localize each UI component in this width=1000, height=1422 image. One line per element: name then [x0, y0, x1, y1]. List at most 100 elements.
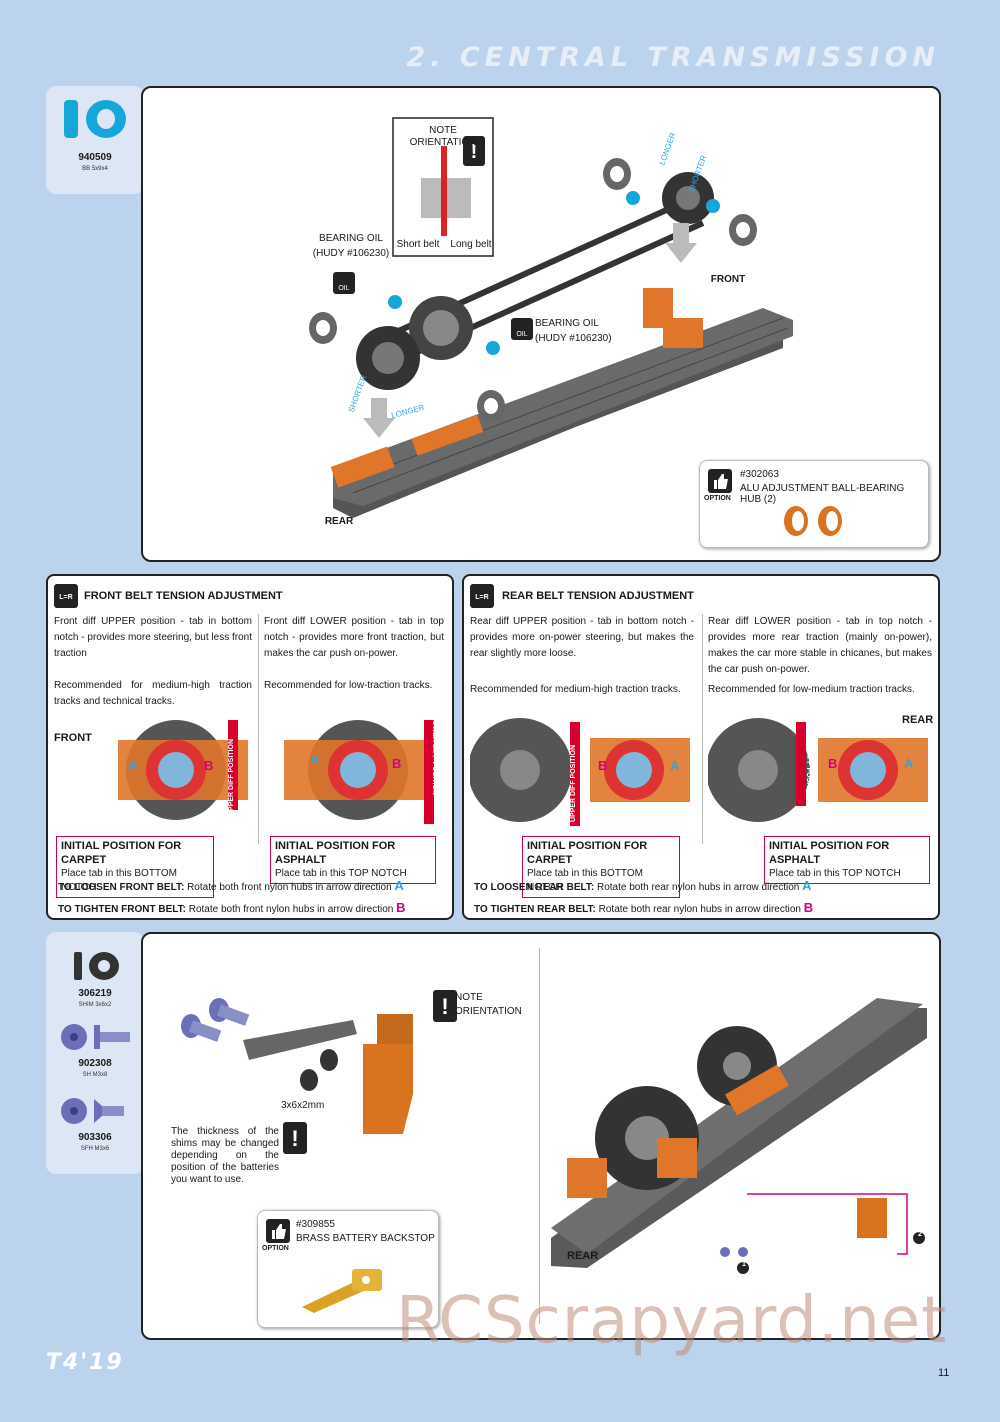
option-code: #309855	[296, 1219, 335, 1230]
hudy-code-label: (HUDY #106230)	[312, 248, 390, 259]
note-label: NOTE	[455, 992, 483, 1003]
initial-position-box: INITIAL POSITION FOR ASPHALT Place tab i…	[270, 836, 436, 884]
letter-b: B	[598, 758, 608, 773]
orientation-label: ORIENTATION	[455, 1006, 522, 1017]
letter-b: B	[204, 758, 214, 773]
tighten-label: TO TIGHTEN FRONT BELT:	[58, 904, 186, 915]
letter-b: B	[396, 900, 406, 915]
loosen-text: Rotate both front nylon hubs in arrow di…	[187, 882, 392, 893]
option-box: OPTION #302063 ALU ADJUSTMENT BALL-BEARI…	[699, 460, 929, 548]
thumbs-up-icon	[708, 469, 732, 493]
letter-b: B	[392, 756, 402, 771]
upper-diff-label: UPPER DIFF POSITION	[570, 744, 577, 822]
init-title: INITIAL POSITION FOR CARPET	[61, 840, 182, 866]
option-tag: OPTION	[262, 1245, 289, 1252]
init-text: Place tab in this BOTTOM NOTCH	[527, 868, 643, 893]
init-title: INITIAL POSITION FOR ASPHALT	[769, 840, 890, 866]
step-number: 1	[742, 1261, 746, 1268]
rear-diff-lower-illustration	[708, 718, 928, 822]
chassis-assembly-illustration	[551, 998, 927, 1274]
initial-position-box: INITIAL POSITION FOR CARPET Place tab in…	[56, 836, 214, 898]
panel-title: FRONT BELT TENSION ADJUSTMENT	[84, 590, 283, 602]
icon-text: L=R	[475, 594, 489, 601]
front-label: FRONT	[710, 274, 746, 285]
front-diff-lower-illustration	[284, 720, 434, 824]
flat-head-screw-icon	[61, 1098, 124, 1124]
bearing-oil-label: BEARING OIL	[319, 233, 383, 244]
lower-diff-label: LOWER DIFF POSITION	[431, 716, 438, 795]
letter-a: A	[670, 758, 680, 773]
rear-label: REAR	[567, 1250, 599, 1262]
init-title: INITIAL POSITION FOR CARPET	[527, 840, 648, 866]
shim-icon	[74, 952, 119, 980]
letter-b: B	[828, 756, 838, 771]
loosen-label: TO LOOSEN FRONT BELT:	[58, 882, 185, 893]
letter-a: A	[128, 758, 138, 773]
t419-logo: T4'19	[46, 1350, 124, 1375]
backstop-exploded-illustration: ! !	[181, 990, 457, 1154]
shim-size-label: 3x6x2mm	[281, 1100, 325, 1111]
part-code: 940509	[78, 152, 112, 163]
page-number: 11	[938, 1367, 950, 1379]
initial-position-box: INITIAL POSITION FOR ASPHALT Place tab i…	[764, 836, 930, 884]
lower-recommendation-text: Recommended for low-medium traction trac…	[708, 684, 915, 695]
loosen-line: TO LOOSEN FRONT BELT: Rotate both front …	[58, 878, 404, 893]
front-diff-upper-illustration	[118, 720, 248, 820]
upper-recommendation-text: Recommended for medium-high traction tra…	[470, 684, 681, 695]
part-code: 902308	[78, 1058, 112, 1069]
init-text: Place tab in this TOP NOTCH	[769, 868, 901, 879]
bearing-icon	[64, 100, 126, 138]
loosen-line: TO LOOSEN REAR BELT: Rotate both rear ny…	[474, 878, 812, 893]
init-title: INITIAL POSITION FOR ASPHALT	[275, 840, 396, 866]
step2-panel: ! ! NOTE ORIENTATION 3x6x2mm The thickne…	[141, 932, 941, 1340]
init-text: Place tab in this TOP NOTCH	[275, 868, 407, 879]
watermark: RCScrapyard.net	[396, 1284, 948, 1358]
icon-text: L=R	[59, 594, 73, 601]
lower-diff-label: LOWER DIFF POSITION	[805, 722, 812, 801]
alu-hub-icon	[784, 506, 842, 536]
chassis-illustration: !	[309, 117, 793, 518]
part-desc: BB 5x9x4	[82, 166, 108, 172]
upper-diff-label: UPPER DIFF POSITION	[228, 738, 235, 816]
oil-icon-text: OIL	[338, 285, 350, 292]
oil-icon-text: OIL	[516, 331, 528, 338]
note-orientation-label: NOTE ORIENTATION	[409, 125, 477, 148]
upper-recommendation-text: Recommended for medium-high traction tra…	[54, 680, 252, 707]
shim-thickness-note: The thickness of the shims may be change…	[171, 1126, 279, 1185]
lower-recommendation-text: Recommended for low-traction tracks.	[264, 680, 433, 691]
bearing-oil-label: BEARING OIL	[535, 318, 599, 329]
step1-panel: ! NOTE ORIENTATION Short belt Long belt …	[141, 86, 941, 562]
lower-position-text: Rear diff LOWER position - tab in top no…	[708, 616, 932, 675]
l-equals-r-icon	[54, 584, 78, 608]
part-code: 306219	[78, 988, 112, 999]
panel-title: REAR BELT TENSION ADJUSTMENT	[502, 590, 694, 602]
init-text: Place tab in this BOTTOM NOTCH	[61, 868, 177, 893]
option-code: #302063	[740, 469, 779, 480]
rear-label: REAR	[902, 714, 934, 726]
front-belt-adjustment-panel: L=R FRONT BELT TENSION ADJUSTMENT Front …	[46, 574, 454, 920]
lower-position-text: Front diff LOWER position - tab in top n…	[264, 616, 444, 659]
svg-text:!: !	[441, 994, 448, 1019]
section-title: 2. CENTRAL TRANSMISSION	[406, 42, 940, 73]
upper-position-text: Front diff UPPER position - tab in botto…	[54, 616, 252, 659]
loosen-label: TO LOOSEN REAR BELT:	[474, 882, 595, 893]
option-tag: OPTION	[704, 495, 731, 502]
tighten-text: Rotate both front nylon hubs in arrow di…	[188, 904, 394, 915]
letter-a: A	[802, 878, 812, 893]
option-box: OPTION #309855 BRASS BATTERY BACKSTOP	[257, 1210, 439, 1328]
part-code: 903306	[78, 1132, 112, 1143]
svg-text:!: !	[471, 141, 478, 163]
rear-label: REAR	[324, 516, 354, 527]
svg-text:!: !	[291, 1126, 298, 1151]
hudy-code-label: (HUDY #106230)	[535, 333, 612, 344]
front-label: FRONT	[54, 732, 92, 744]
upper-position-text: Rear diff UPPER position - tab in bottom…	[470, 616, 694, 659]
loosen-text: Rotate both rear nylon hubs in arrow dir…	[596, 882, 800, 893]
rear-belt-adjustment-panel: L=R REAR BELT TENSION ADJUSTMENT Rear di…	[462, 574, 940, 920]
option-name: ALU ADJUSTMENT BALL-BEARING HUB (2)	[740, 483, 905, 505]
option-name: BRASS BATTERY BACKSTOP	[296, 1233, 435, 1244]
thumbs-up-icon	[266, 1219, 290, 1243]
socket-head-screw-icon	[61, 1024, 130, 1050]
part-desc: SH M3x8	[82, 1072, 108, 1078]
letter-b: B	[803, 900, 814, 915]
